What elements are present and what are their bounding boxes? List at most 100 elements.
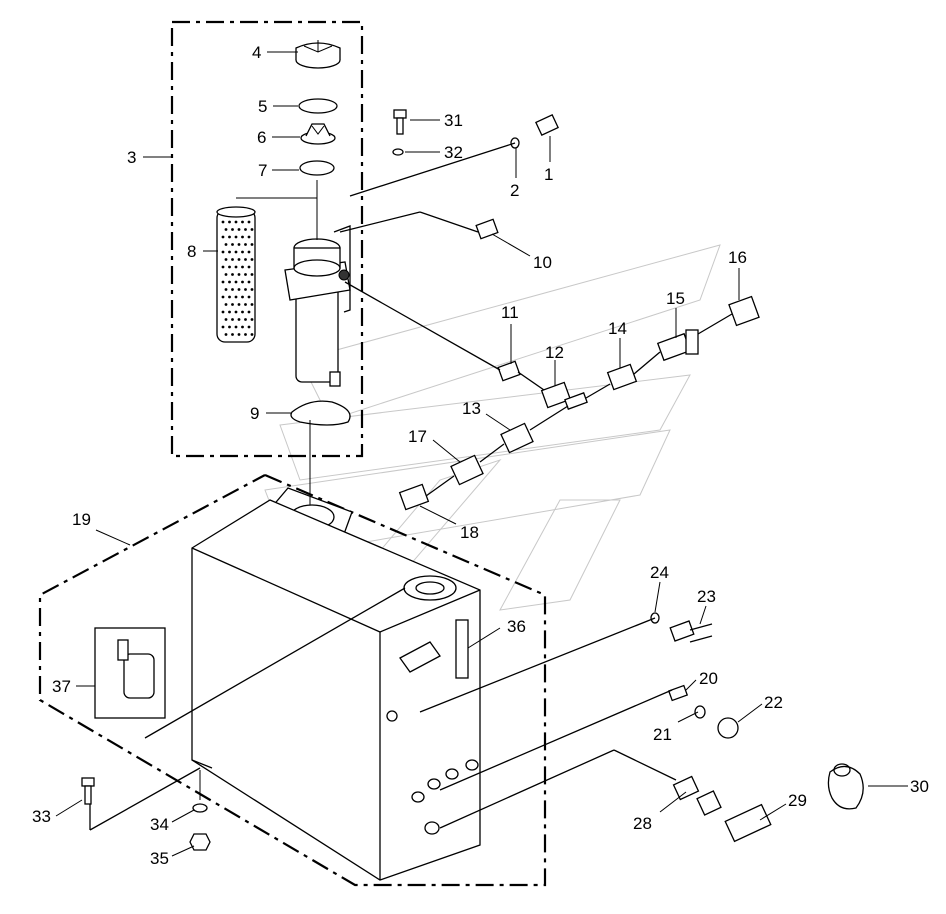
label-17: 17 bbox=[408, 427, 427, 446]
label-28: 28 bbox=[633, 814, 652, 833]
label-10: 10 bbox=[533, 253, 552, 272]
o-ring-lower bbox=[299, 160, 335, 176]
perforation-dot bbox=[241, 220, 244, 224]
label-12: 12 bbox=[545, 343, 564, 362]
perforation-dot bbox=[241, 250, 244, 254]
perforation-dot bbox=[247, 265, 251, 269]
perforation-dot bbox=[234, 325, 238, 329]
level-sensor-inset bbox=[94, 587, 406, 739]
label-3: 3 bbox=[127, 148, 136, 167]
drain-fittings bbox=[419, 612, 772, 843]
perforation-dot bbox=[250, 228, 254, 231]
perforation-dot bbox=[228, 220, 231, 224]
label-6: 6 bbox=[257, 128, 266, 147]
perforation-dot bbox=[250, 243, 254, 246]
perforation-dot bbox=[237, 258, 241, 261]
perforation-dot bbox=[231, 228, 234, 231]
protective-cap bbox=[827, 763, 864, 810]
label-14: 14 bbox=[608, 319, 627, 338]
perforation-dot bbox=[221, 310, 225, 314]
label-18: 18 bbox=[460, 523, 479, 542]
perforation-dot bbox=[221, 325, 225, 329]
perforation-dot bbox=[237, 228, 241, 231]
perforation-dot bbox=[234, 310, 238, 314]
perforation-dot bbox=[231, 288, 234, 291]
perforation-dot bbox=[244, 243, 247, 246]
perforation-dot bbox=[224, 318, 228, 321]
perforation-dot bbox=[221, 280, 225, 284]
perforation-dot bbox=[224, 333, 228, 336]
perforation-dot bbox=[244, 333, 247, 336]
label-23: 23 bbox=[697, 587, 716, 606]
filler-cap bbox=[295, 40, 341, 69]
perforation-dot bbox=[244, 228, 247, 231]
label-5: 5 bbox=[258, 97, 267, 116]
label-36: 36 bbox=[507, 617, 526, 636]
perforation-dot bbox=[250, 288, 254, 291]
perforation-dot bbox=[228, 235, 231, 239]
perforation-dot bbox=[234, 280, 238, 284]
perforation-dot bbox=[234, 265, 238, 269]
label-7: 7 bbox=[258, 161, 267, 180]
perforation-dot bbox=[250, 318, 254, 321]
perforation-dot bbox=[228, 265, 231, 269]
label-37: 37 bbox=[52, 677, 71, 696]
label-34: 34 bbox=[150, 815, 169, 834]
perforation-dot bbox=[247, 235, 251, 239]
perforation-dot bbox=[234, 235, 238, 239]
label-15: 15 bbox=[666, 289, 685, 308]
perforation-dot bbox=[244, 288, 247, 291]
label-21: 21 bbox=[653, 725, 672, 744]
perforation-dot bbox=[250, 273, 254, 276]
label-35: 35 bbox=[150, 849, 169, 868]
perforation-dot bbox=[241, 280, 244, 284]
perforation-dot bbox=[247, 220, 251, 224]
pressure-switch bbox=[535, 113, 559, 137]
perforation-dot bbox=[221, 235, 225, 239]
perforation-dot bbox=[224, 273, 228, 276]
return-line-fittings bbox=[339, 142, 760, 511]
perforation-dot bbox=[247, 325, 251, 329]
perforation-dot bbox=[231, 318, 234, 321]
filter-element bbox=[216, 206, 256, 343]
tank-assembly-boundary bbox=[38, 473, 547, 887]
mounting-hardware bbox=[81, 767, 211, 851]
perforation-dot bbox=[244, 318, 247, 321]
perforation-dot bbox=[228, 250, 231, 254]
label-19: 19 bbox=[72, 510, 91, 529]
label-30: 30 bbox=[910, 777, 929, 796]
gasket bbox=[290, 400, 351, 426]
perforation-dot bbox=[244, 258, 247, 261]
strainer-insert bbox=[300, 123, 336, 145]
perforation-dot bbox=[237, 303, 241, 306]
perforation-dot bbox=[237, 243, 241, 246]
perforation-dot bbox=[244, 273, 247, 276]
leader-lines bbox=[55, 51, 908, 857]
perforation-dot bbox=[250, 258, 254, 261]
label-13: 13 bbox=[462, 399, 481, 418]
filter-housing bbox=[284, 225, 351, 387]
perforation-dot bbox=[247, 310, 251, 314]
perforation-dot bbox=[237, 333, 241, 336]
label-31: 31 bbox=[444, 111, 463, 130]
perforation-dot bbox=[231, 273, 234, 276]
perforation-dot bbox=[241, 265, 244, 269]
label-32: 32 bbox=[444, 143, 463, 162]
washer bbox=[392, 148, 404, 156]
perforation-dot bbox=[224, 258, 228, 261]
perforation-dot bbox=[221, 265, 225, 269]
perforation-dot bbox=[224, 288, 228, 291]
perforation-dot bbox=[224, 228, 228, 231]
perforation-dot bbox=[234, 295, 238, 299]
perforation-dot bbox=[228, 325, 231, 329]
perforation-dot bbox=[234, 220, 238, 224]
perforation-dot bbox=[241, 325, 244, 329]
label-20: 20 bbox=[699, 669, 718, 688]
label-9: 9 bbox=[250, 404, 259, 423]
perforation-dot bbox=[228, 280, 231, 284]
label-29: 29 bbox=[788, 791, 807, 810]
perforation-dot bbox=[247, 280, 251, 284]
perforation-dot bbox=[231, 333, 234, 336]
perforation-dot bbox=[231, 243, 234, 246]
perforation-dot bbox=[250, 333, 254, 336]
